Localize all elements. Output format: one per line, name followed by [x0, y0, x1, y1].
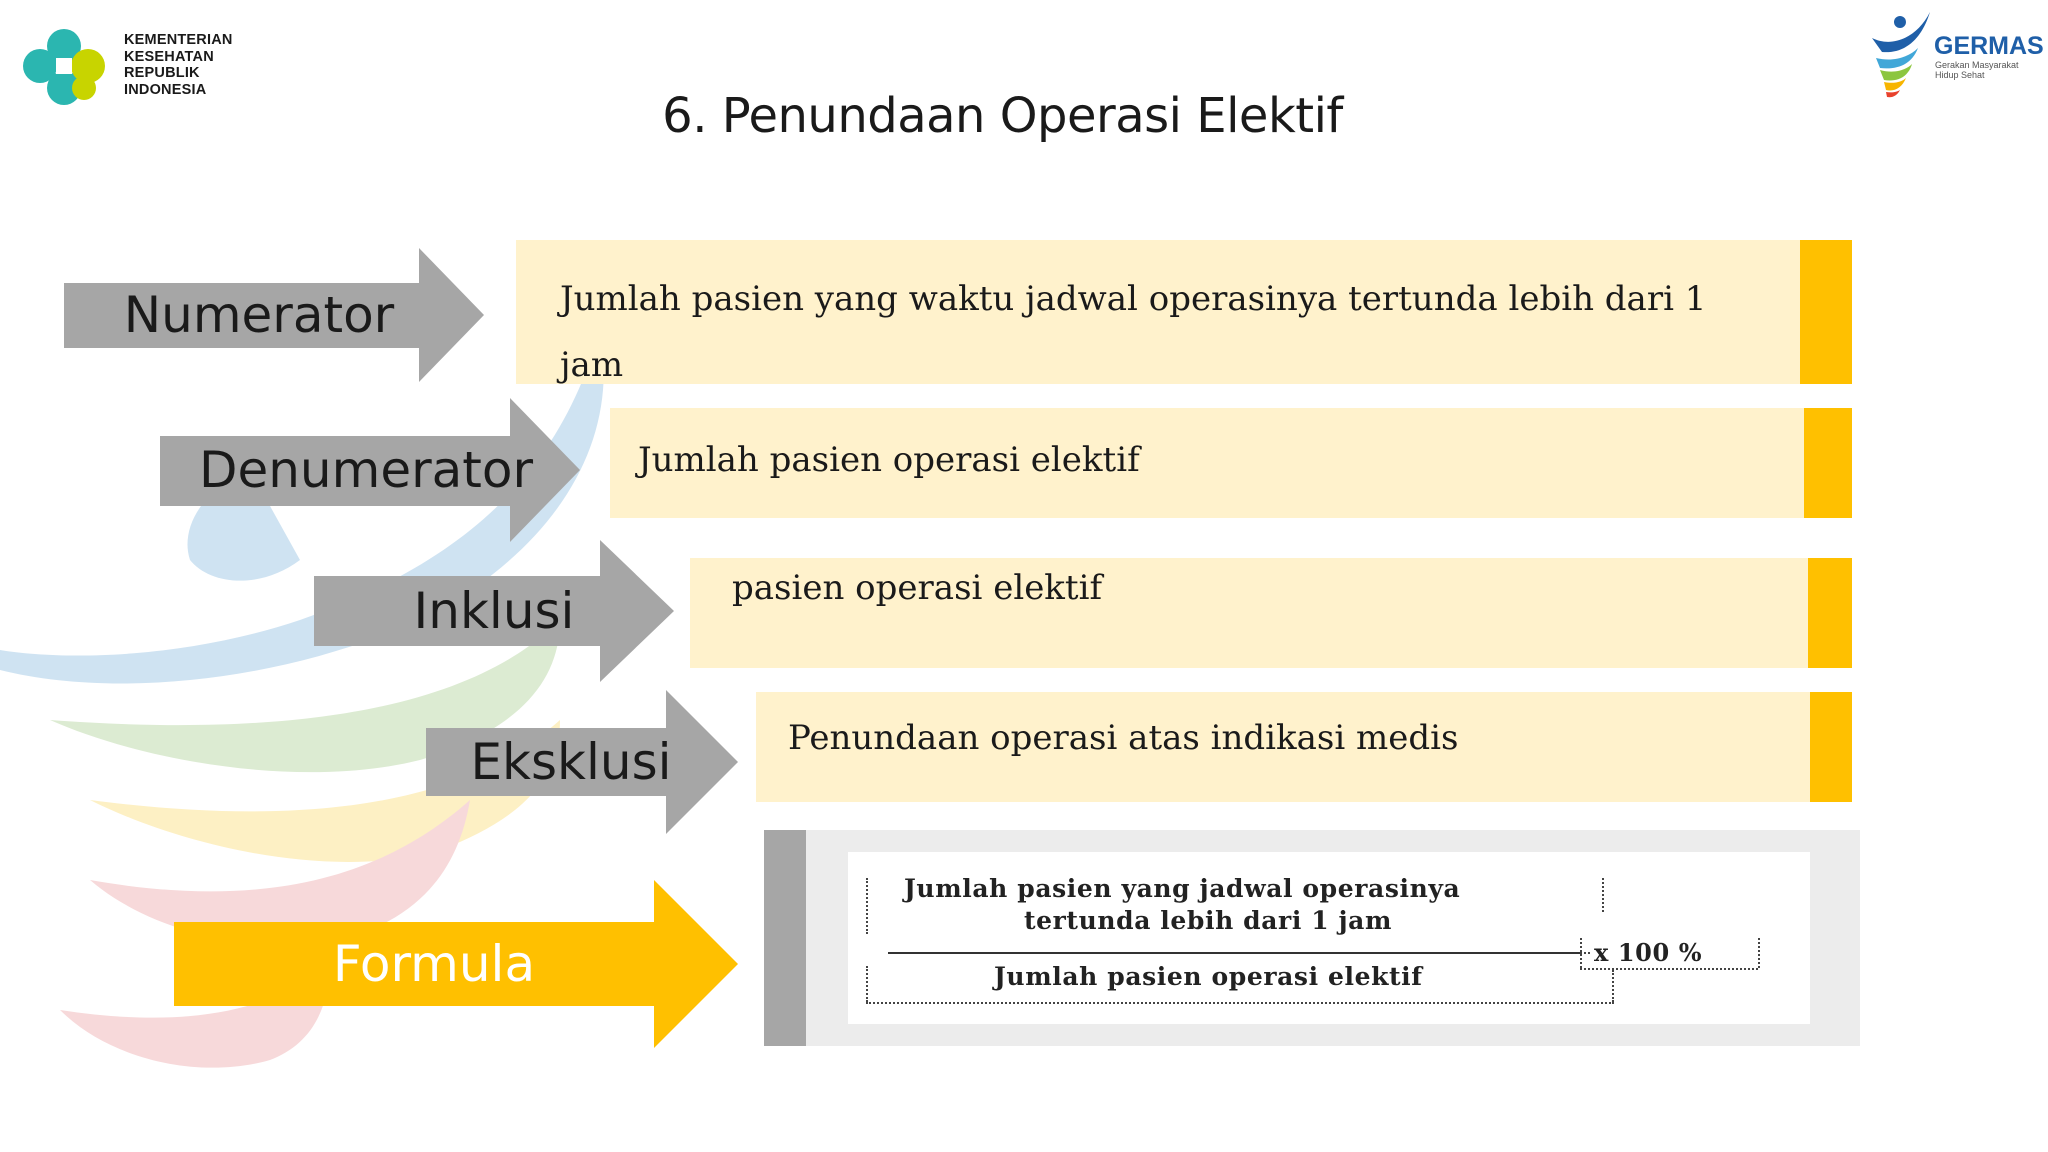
eksklusi-arrow: Eksklusi: [426, 690, 738, 834]
formula-arrow: Formula: [174, 880, 738, 1048]
formula-panel-bar: [764, 830, 806, 1046]
arrow-shape-icon: [160, 398, 580, 542]
formula-dotted-right-top: [1602, 878, 1604, 912]
inklusi-label: Inklusi: [413, 582, 575, 640]
formula-dotted-mult-right: [1758, 938, 1760, 968]
germas-figure-icon: [1872, 12, 1930, 98]
eksklusi-box: Penundaan operasi atas indikasi medis: [756, 692, 1852, 802]
germas-tagline: Gerakan Masyarakat Hidup Sehat: [1935, 60, 2019, 80]
eksklusi-text: Penundaan operasi atas indikasi medis: [788, 718, 1459, 758]
formula-dotted-bottom: [866, 1002, 1614, 1004]
page-title: 6. Penundaan Operasi Elektif: [662, 88, 1343, 144]
denumerator-accent-bar: [1804, 408, 1852, 518]
numerator-accent-bar: [1800, 240, 1852, 384]
formula-dotted-right-bottom: [1612, 970, 1614, 1002]
denumerator-arrow: Denumerator: [160, 398, 580, 542]
numerator-label: Numerator: [123, 286, 395, 344]
formula-label: Formula: [332, 935, 536, 993]
arrow-shape-icon: [314, 540, 674, 682]
formula-dotted-mult-bottom: [1580, 968, 1758, 970]
formula-dotted-mult-left: [1580, 938, 1582, 968]
formula-multiplier: x 100 %: [1594, 938, 1703, 967]
eksklusi-label: Eksklusi: [470, 733, 672, 791]
denumerator-text: Jumlah pasien operasi elektif: [638, 440, 1140, 480]
formula-numerator-line1: Jumlah pasien yang jadwal operasinya: [904, 874, 1461, 903]
inklusi-box: pasien operasi elektif: [690, 558, 1852, 668]
germas-logo: GERMAS Gerakan Masyarakat Hidup Sehat: [1862, 8, 2048, 98]
denumerator-box: Jumlah pasien operasi elektif: [610, 408, 1852, 518]
kemenkes-logo: KEMENTERIAN KESEHATAN REPUBLIK INDONESIA: [14, 16, 264, 116]
eksklusi-accent-bar: [1810, 692, 1852, 802]
kemenkes-logo-text: KEMENTERIAN KESEHATAN REPUBLIK INDONESIA: [124, 32, 233, 98]
numerator-box: Jumlah pasien yang waktu jadwal operasin…: [516, 240, 1852, 385]
arrow-shape-icon: [64, 248, 484, 382]
inklusi-accent-bar: [1808, 558, 1852, 668]
formula-panel: Jumlah pasien yang jadwal operasinya ter…: [764, 830, 1860, 1046]
germas-wordmark: GERMAS: [1934, 32, 2044, 60]
denumerator-label: Denumerator: [198, 441, 534, 499]
numerator-arrow: Numerator: [64, 248, 484, 382]
inklusi-arrow: Inklusi: [314, 540, 674, 682]
formula-fraction-line: [888, 952, 1580, 954]
formula-denominator: Jumlah pasien operasi elektif: [994, 962, 1423, 991]
arrow-shape-icon: [426, 690, 738, 834]
arrow-shape-icon: [174, 880, 738, 1048]
kemenkes-emblem-icon: [23, 29, 105, 105]
formula-dotted-left-top: [866, 878, 868, 934]
formula-dotted-left-bottom: [866, 966, 868, 1002]
formula-card: Jumlah pasien yang jadwal operasinya ter…: [848, 852, 1810, 1024]
formula-dotted-connector: [1580, 952, 1590, 954]
numerator-text: Jumlah pasien yang waktu jadwal operasin…: [560, 279, 1707, 385]
formula-numerator-line2: tertunda lebih dari 1 jam: [1024, 906, 1393, 935]
inklusi-text: pasien operasi elektif: [732, 568, 1103, 608]
